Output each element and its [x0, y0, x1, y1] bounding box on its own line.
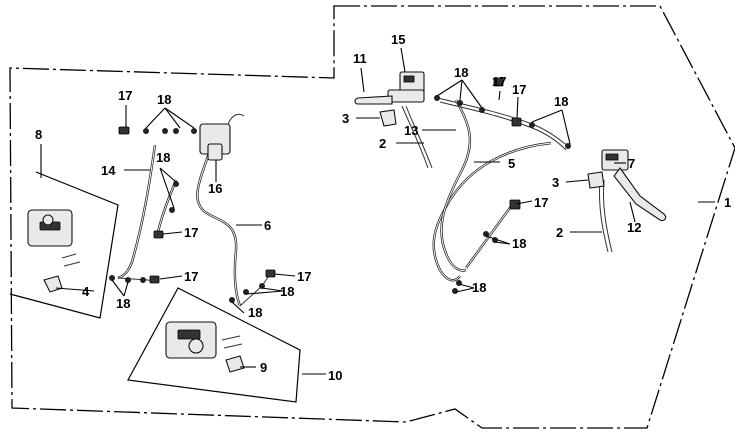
callout-3-left: 3 [342, 111, 349, 126]
assembly-outline [9, 5, 735, 429]
brake-switch-right [587, 171, 605, 189]
callout-17-left-top: 17 [118, 88, 132, 103]
callout-18-left-top: 18 [157, 92, 171, 107]
callout-7: 7 [628, 156, 635, 171]
callout-18-right-mid: 18 [512, 236, 526, 251]
front-pad-pins [61, 253, 81, 267]
callout-4: 4 [82, 284, 90, 299]
rear-pad-pins [221, 335, 243, 349]
brake-hose-13 [440, 99, 472, 272]
callout-3-right: 3 [552, 175, 559, 190]
callout-18-right-bottom: 18 [472, 280, 486, 295]
callout-2-left: 2 [379, 136, 386, 151]
banjo-bolts [118, 77, 522, 284]
switch-wire-left [401, 105, 429, 169]
callout-11: 11 [353, 51, 367, 66]
callout-17-right-mid: 17 [534, 195, 548, 210]
callout-6: 6 [264, 218, 271, 233]
rear-brake-pad [225, 355, 245, 373]
left-master-cylinder [354, 71, 425, 105]
brake-hose-6 [196, 149, 242, 307]
callout-15: 15 [391, 32, 405, 47]
rear-caliper [165, 321, 217, 359]
rear-master-cylinder [199, 113, 245, 161]
callout-18-right-top: 18 [454, 65, 468, 80]
front-brake-pad [43, 275, 63, 293]
callout-2-right: 2 [556, 225, 563, 240]
callout-9: 9 [260, 360, 267, 375]
callout-5: 5 [508, 156, 515, 171]
brake-hose-5 [432, 141, 552, 282]
callout-12: 12 [627, 220, 641, 235]
front-caliper [27, 209, 73, 247]
callout-18-center-low: 18 [248, 305, 262, 320]
callout-18-right-upper: 18 [554, 94, 568, 109]
callout-17-left-mid: 17 [184, 225, 198, 240]
callout-13: 13 [404, 123, 418, 138]
brake-switch-left [379, 109, 397, 127]
callout-16: 16 [208, 181, 222, 196]
rear-caliper-group-outline [127, 287, 301, 403]
right-master-cylinder [601, 149, 667, 222]
callout-17-right-top-b: 17 [512, 82, 526, 97]
front-caliper-group-outline [9, 171, 119, 319]
callout-17-center-bottom: 17 [297, 269, 311, 284]
callout-1: 1 [724, 195, 731, 210]
brake-hose-14 [117, 144, 157, 280]
callout-8: 8 [35, 127, 42, 142]
callout-10: 10 [328, 368, 342, 383]
callout-14: 14 [101, 163, 116, 178]
banjo-washers [109, 95, 571, 303]
leader-lines [40, 47, 715, 375]
callout-17-left-bottom: 17 [184, 269, 198, 284]
callout-17-right-top-a: 17 [492, 74, 506, 89]
callout-18-left-mid: 18 [156, 150, 170, 165]
callout-18-left-bottom: 18 [116, 296, 130, 311]
callout-18-center: 18 [280, 284, 294, 299]
